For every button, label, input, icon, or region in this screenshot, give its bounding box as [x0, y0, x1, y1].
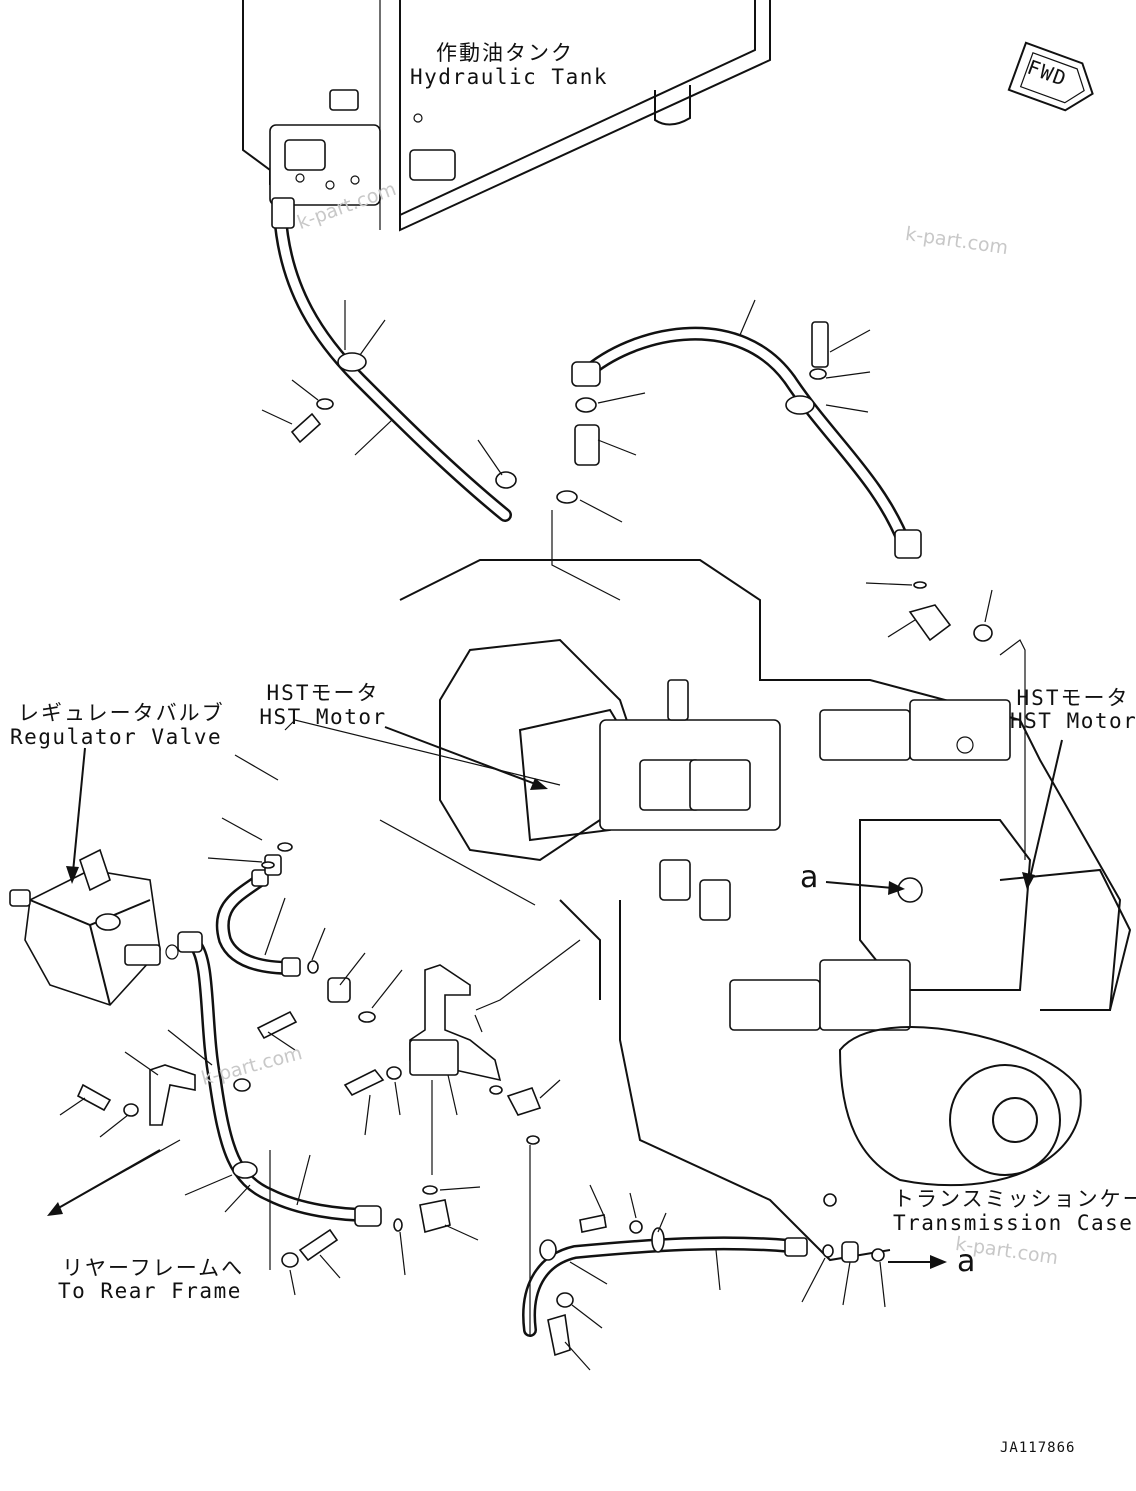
- hst-motor-left-label-jp: HSTモータ: [266, 681, 380, 705]
- suction-hose: [261, 197, 517, 522]
- regulator-valve: [9, 848, 179, 1006]
- hydraulic-tank: [242, 0, 771, 232]
- regulator-valve-label-en: Regulator Valve: [10, 725, 223, 749]
- callout-a-case: a: [957, 1244, 976, 1279]
- drawing-code: JA117866: [1000, 1440, 1076, 1456]
- transmission-assembly: [284, 559, 1132, 1262]
- hydraulic-tank-label-jp: 作動油タンク: [436, 41, 574, 65]
- hst-motor-left-label-en: HST Motor: [259, 705, 387, 729]
- fwd-arrow-icon: [1007, 41, 1094, 112]
- regulator-valve-label-jp: レギュレータバルブ: [18, 701, 225, 725]
- rear-frame-label-en: To Rear Frame: [58, 1279, 242, 1303]
- transmission-case-label-jp: トランスミッションケース: [893, 1187, 1136, 1211]
- upper-hose: [551, 299, 922, 601]
- callout-a-motor: a: [800, 860, 819, 895]
- right-fittings: [865, 581, 993, 642]
- middle-bracket: [343, 939, 581, 1276]
- transmission-case-label-en: Transmission Case: [893, 1211, 1134, 1235]
- rear-frame-label-jp: リヤーフレームへ: [62, 1256, 245, 1280]
- bottom-hose: [522, 1145, 886, 1371]
- hydraulic-tank-label-en: Hydraulic Tank: [410, 65, 609, 89]
- left-hoses: [54, 754, 403, 1296]
- leader-arrows: [47, 726, 1063, 1269]
- hst-motor-right-label-jp: HSTモータ: [1016, 686, 1130, 710]
- hst-motor-right-label-en: HST Motor: [1010, 709, 1136, 733]
